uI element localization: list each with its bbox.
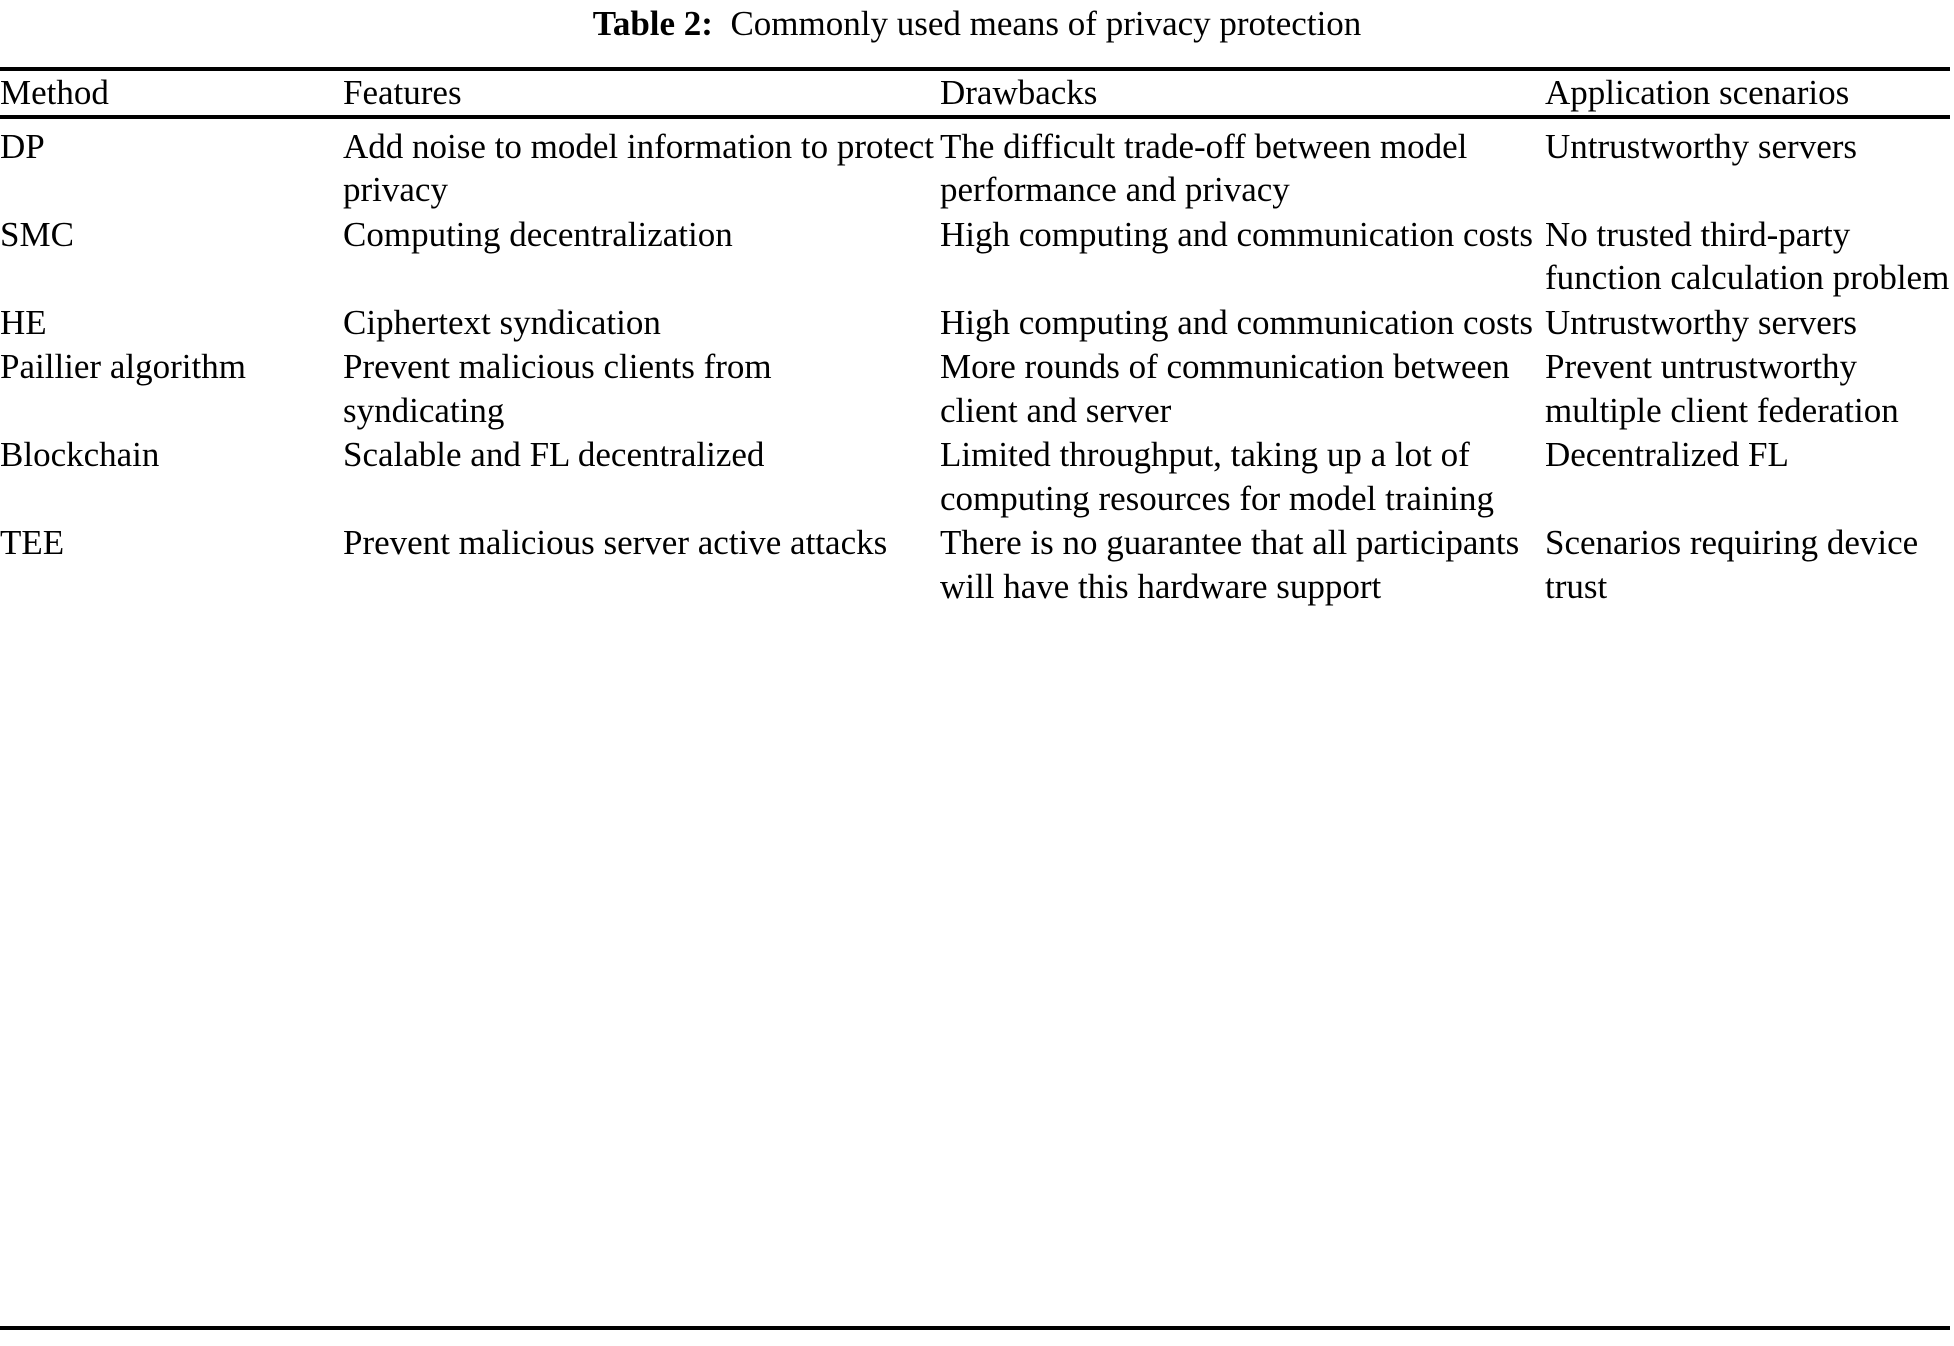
cell-scenarios: Scenarios requiring device trust [1545,523,1919,606]
caption-text: Commonly used means of privacy protectio… [730,4,1362,43]
cell-method: HE [0,302,47,342]
cell-method: SMC [0,214,74,254]
table-row: Paillier algorithm Prevent malicious cli… [0,344,1950,432]
table-row: SMC Computing decentralization High comp… [0,212,1950,300]
cell-features: Scalable and FL decentralized [343,435,765,474]
privacy-protection-table: Method Features Drawbacks Application sc… [0,71,1950,115]
column-header-drawbacks: Drawbacks [940,73,1098,112]
table-row: DP Add noise to model information to pro… [0,119,1950,212]
column-header-application-scenarios: Application scenarios [1545,73,1850,112]
cell-scenarios: No trusted third-party function calculat… [1545,214,1950,298]
cell-drawbacks: There is no guarantee that all participa… [940,523,1520,606]
cell-method: Blockchain [0,435,160,474]
cell-drawbacks: Limited throughput, taking up a lot of c… [940,435,1495,518]
table-header-rule [0,114,1950,119]
cell-features: Add noise to model information to protec… [343,126,935,210]
cell-drawbacks: High computing and communication costs [940,302,1533,342]
table-top-rule [0,67,1950,71]
header-row: Method Features Drawbacks Application sc… [0,71,1950,115]
cell-features: Computing decentralization [343,214,733,254]
table-header: Method Features Drawbacks Application sc… [0,71,1950,115]
cell-drawbacks: High computing and communication costs [940,214,1533,254]
table-body: DP Add noise to model information to pro… [0,119,1950,609]
cell-scenarios: Prevent untrustworthy multiple client fe… [1545,347,1899,430]
caption-label: Table 2: [592,4,713,43]
privacy-protection-table-body: DP Add noise to model information to pro… [0,119,1950,609]
cell-method: DP [0,126,45,166]
column-header-method: Method [0,73,109,112]
cell-method: TEE [0,523,65,562]
cell-scenarios: Decentralized FL [1545,435,1789,474]
cell-features: Prevent malicious clients from syndicati… [343,347,772,430]
cell-scenarios: Untrustworthy servers [1545,126,1858,166]
table-row: Blockchain Scalable and FL decentralized… [0,432,1950,520]
table-caption: Table 2: Commonly used means of privacy … [0,0,1954,46]
cell-features: Prevent malicious server active attacks [343,523,888,562]
cell-drawbacks: The difficult trade-off between model pe… [940,126,1468,210]
table-row: HE Ciphertext syndication High computing… [0,300,1950,345]
cell-drawbacks: More rounds of communication between cli… [940,347,1510,430]
cell-scenarios: Untrustworthy servers [1545,302,1858,342]
table-bottom-rule [0,1326,1950,1330]
table-row: TEE Prevent malicious server active atta… [0,520,1950,608]
cell-features: Ciphertext syndication [343,302,661,342]
cell-method: Paillier algorithm [0,347,246,386]
column-header-features: Features [343,73,462,112]
